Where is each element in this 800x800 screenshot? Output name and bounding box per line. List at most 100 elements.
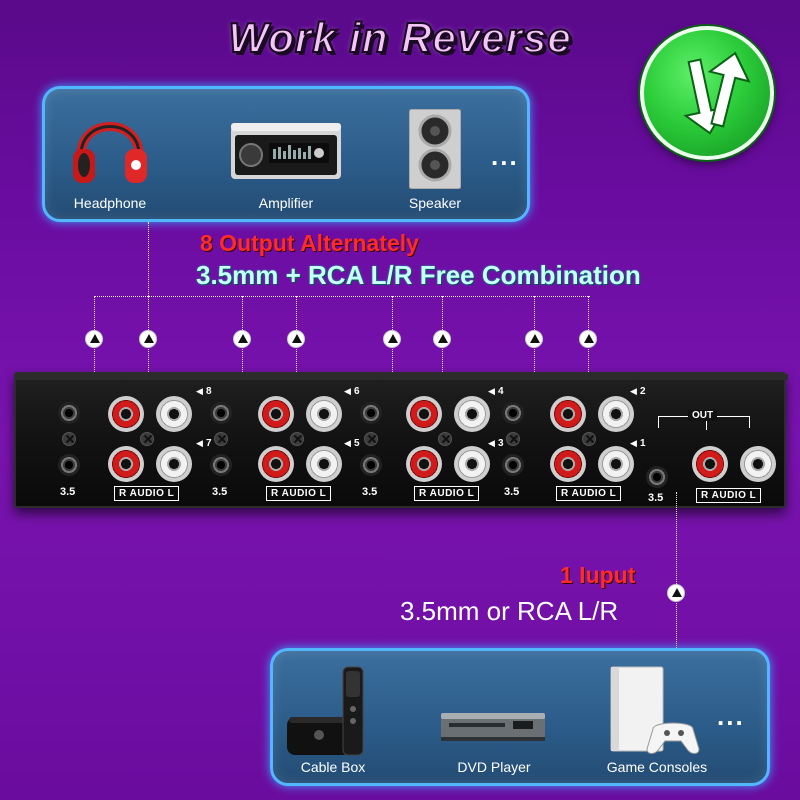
out-bracket bbox=[706, 416, 707, 430]
triangle-icon: ◀ bbox=[196, 438, 203, 448]
rca-red-port-7[interactable] bbox=[108, 446, 144, 482]
rca-white-port-4[interactable] bbox=[454, 396, 490, 432]
screw-icon bbox=[438, 432, 452, 446]
port-number-4: 4 bbox=[498, 386, 504, 397]
screw-icon bbox=[140, 432, 154, 446]
input-subheading: 3.5mm or RCA L/R bbox=[400, 596, 619, 626]
jack-3-5mm-port-6[interactable] bbox=[210, 402, 232, 424]
connector-line bbox=[676, 492, 677, 648]
screw-icon bbox=[582, 432, 596, 446]
screw-icon bbox=[506, 432, 520, 446]
jack-3-5mm-port-3[interactable] bbox=[360, 454, 382, 476]
port-number-7: 7 bbox=[206, 438, 212, 449]
rca-red-port-8[interactable] bbox=[108, 396, 144, 432]
device-top-edge bbox=[16, 374, 788, 380]
connector-line bbox=[242, 296, 243, 446]
audio-switch-device: 3.5 ◀ 8 ◀ 7 R AUDIO L 3.5 ◀ 6 ◀ 5 R AUDI… bbox=[14, 372, 788, 508]
label-3-5: 3.5 bbox=[504, 486, 520, 498]
arrow-up-icon bbox=[525, 330, 543, 348]
arrow-up-icon bbox=[85, 330, 103, 348]
label-3-5: 3.5 bbox=[212, 486, 228, 498]
triangle-icon: ◀ bbox=[630, 386, 637, 396]
device-label-amplifier: Amplifier bbox=[258, 195, 314, 211]
cable-box-icon bbox=[285, 665, 365, 757]
triangle-icon: ◀ bbox=[630, 438, 637, 448]
out-label: OUT bbox=[688, 410, 718, 421]
headphone-icon bbox=[71, 105, 149, 187]
port-number-5: 5 bbox=[354, 438, 360, 449]
rca-red-port-3[interactable] bbox=[406, 446, 442, 482]
rca-white-input[interactable] bbox=[740, 446, 776, 482]
rca-red-port-1[interactable] bbox=[550, 446, 586, 482]
input-sources-panel: Cable Box DVD Player Game Consoles ... bbox=[270, 648, 770, 786]
amplifier-icon bbox=[231, 123, 341, 179]
jack-3-5mm-port-5[interactable] bbox=[210, 454, 232, 476]
rca-white-port-6[interactable] bbox=[306, 396, 342, 432]
label-3-5: 3.5 bbox=[648, 492, 664, 504]
device-label-game-consoles: Game Consoles bbox=[606, 759, 708, 775]
connector-line bbox=[392, 296, 393, 446]
rca-white-port-8[interactable] bbox=[156, 396, 192, 432]
output-heading: 8 Output Alternately bbox=[200, 230, 419, 256]
rca-red-input[interactable] bbox=[692, 446, 728, 482]
jack-3-5mm-port-7[interactable] bbox=[58, 454, 80, 476]
rca-red-port-5[interactable] bbox=[258, 446, 294, 482]
game-console-icon bbox=[607, 663, 707, 757]
screw-icon bbox=[62, 432, 76, 446]
triangle-icon: ◀ bbox=[488, 438, 495, 448]
output-devices-panel: Headphone Amplifier Speaker bbox=[42, 86, 530, 222]
rca-red-port-4[interactable] bbox=[406, 396, 442, 432]
device-label-headphone: Headphone bbox=[73, 195, 147, 211]
audio-label: R AUDIO L bbox=[266, 486, 332, 501]
jack-3-5mm-input[interactable] bbox=[646, 466, 668, 488]
more-devices-ellipsis: ... bbox=[717, 701, 745, 731]
rca-red-port-6[interactable] bbox=[258, 396, 294, 432]
rca-white-port-1[interactable] bbox=[598, 446, 634, 482]
page-title: Work in Reverse bbox=[227, 13, 572, 62]
screw-icon bbox=[364, 432, 378, 446]
jack-3-5mm-port-1[interactable] bbox=[502, 454, 524, 476]
port-number-6: 6 bbox=[354, 386, 360, 397]
audio-label: R AUDIO L bbox=[696, 488, 762, 503]
more-devices-ellipsis: ... bbox=[491, 141, 519, 171]
arrow-up-icon bbox=[287, 330, 305, 348]
reverse-arrows-icon bbox=[640, 26, 774, 160]
label-3-5: 3.5 bbox=[362, 486, 378, 498]
port-number-8: 8 bbox=[206, 386, 212, 397]
speaker-icon bbox=[408, 108, 462, 190]
triangle-icon: ◀ bbox=[344, 438, 351, 448]
device-label-dvd-player: DVD Player bbox=[457, 759, 531, 775]
audio-label: R AUDIO L bbox=[114, 486, 180, 501]
rca-red-port-2[interactable] bbox=[550, 396, 586, 432]
jack-3-5mm-port-8[interactable] bbox=[58, 402, 80, 424]
connector-line bbox=[94, 296, 95, 446]
arrow-up-icon bbox=[667, 584, 685, 602]
arrow-up-icon bbox=[139, 330, 157, 348]
connector-line bbox=[534, 296, 535, 446]
connector-line bbox=[148, 222, 149, 296]
arrow-up-icon bbox=[579, 330, 597, 348]
rca-white-port-3[interactable] bbox=[454, 446, 490, 482]
arrow-up-icon bbox=[383, 330, 401, 348]
port-number-3: 3 bbox=[498, 438, 504, 449]
device-label-cable-box: Cable Box bbox=[300, 759, 366, 775]
dvd-player-icon bbox=[441, 709, 545, 743]
triangle-icon: ◀ bbox=[344, 386, 351, 396]
combination-heading: 3.5mm + RCA L/R Free Combination bbox=[196, 260, 641, 290]
audio-label: R AUDIO L bbox=[556, 486, 622, 501]
port-number-1: 1 bbox=[640, 438, 646, 449]
screw-icon bbox=[214, 432, 228, 446]
jack-3-5mm-port-4[interactable] bbox=[360, 402, 382, 424]
arrow-up-icon bbox=[233, 330, 251, 348]
triangle-icon: ◀ bbox=[196, 386, 203, 396]
rca-white-port-5[interactable] bbox=[306, 446, 342, 482]
port-number-2: 2 bbox=[640, 386, 646, 397]
jack-3-5mm-port-2[interactable] bbox=[502, 402, 524, 424]
triangle-icon: ◀ bbox=[488, 386, 495, 396]
connector-line bbox=[94, 296, 590, 297]
rca-white-port-2[interactable] bbox=[598, 396, 634, 432]
device-label-speaker: Speaker bbox=[408, 195, 462, 211]
screw-icon bbox=[290, 432, 304, 446]
label-3-5: 3.5 bbox=[60, 486, 76, 498]
rca-white-port-7[interactable] bbox=[156, 446, 192, 482]
